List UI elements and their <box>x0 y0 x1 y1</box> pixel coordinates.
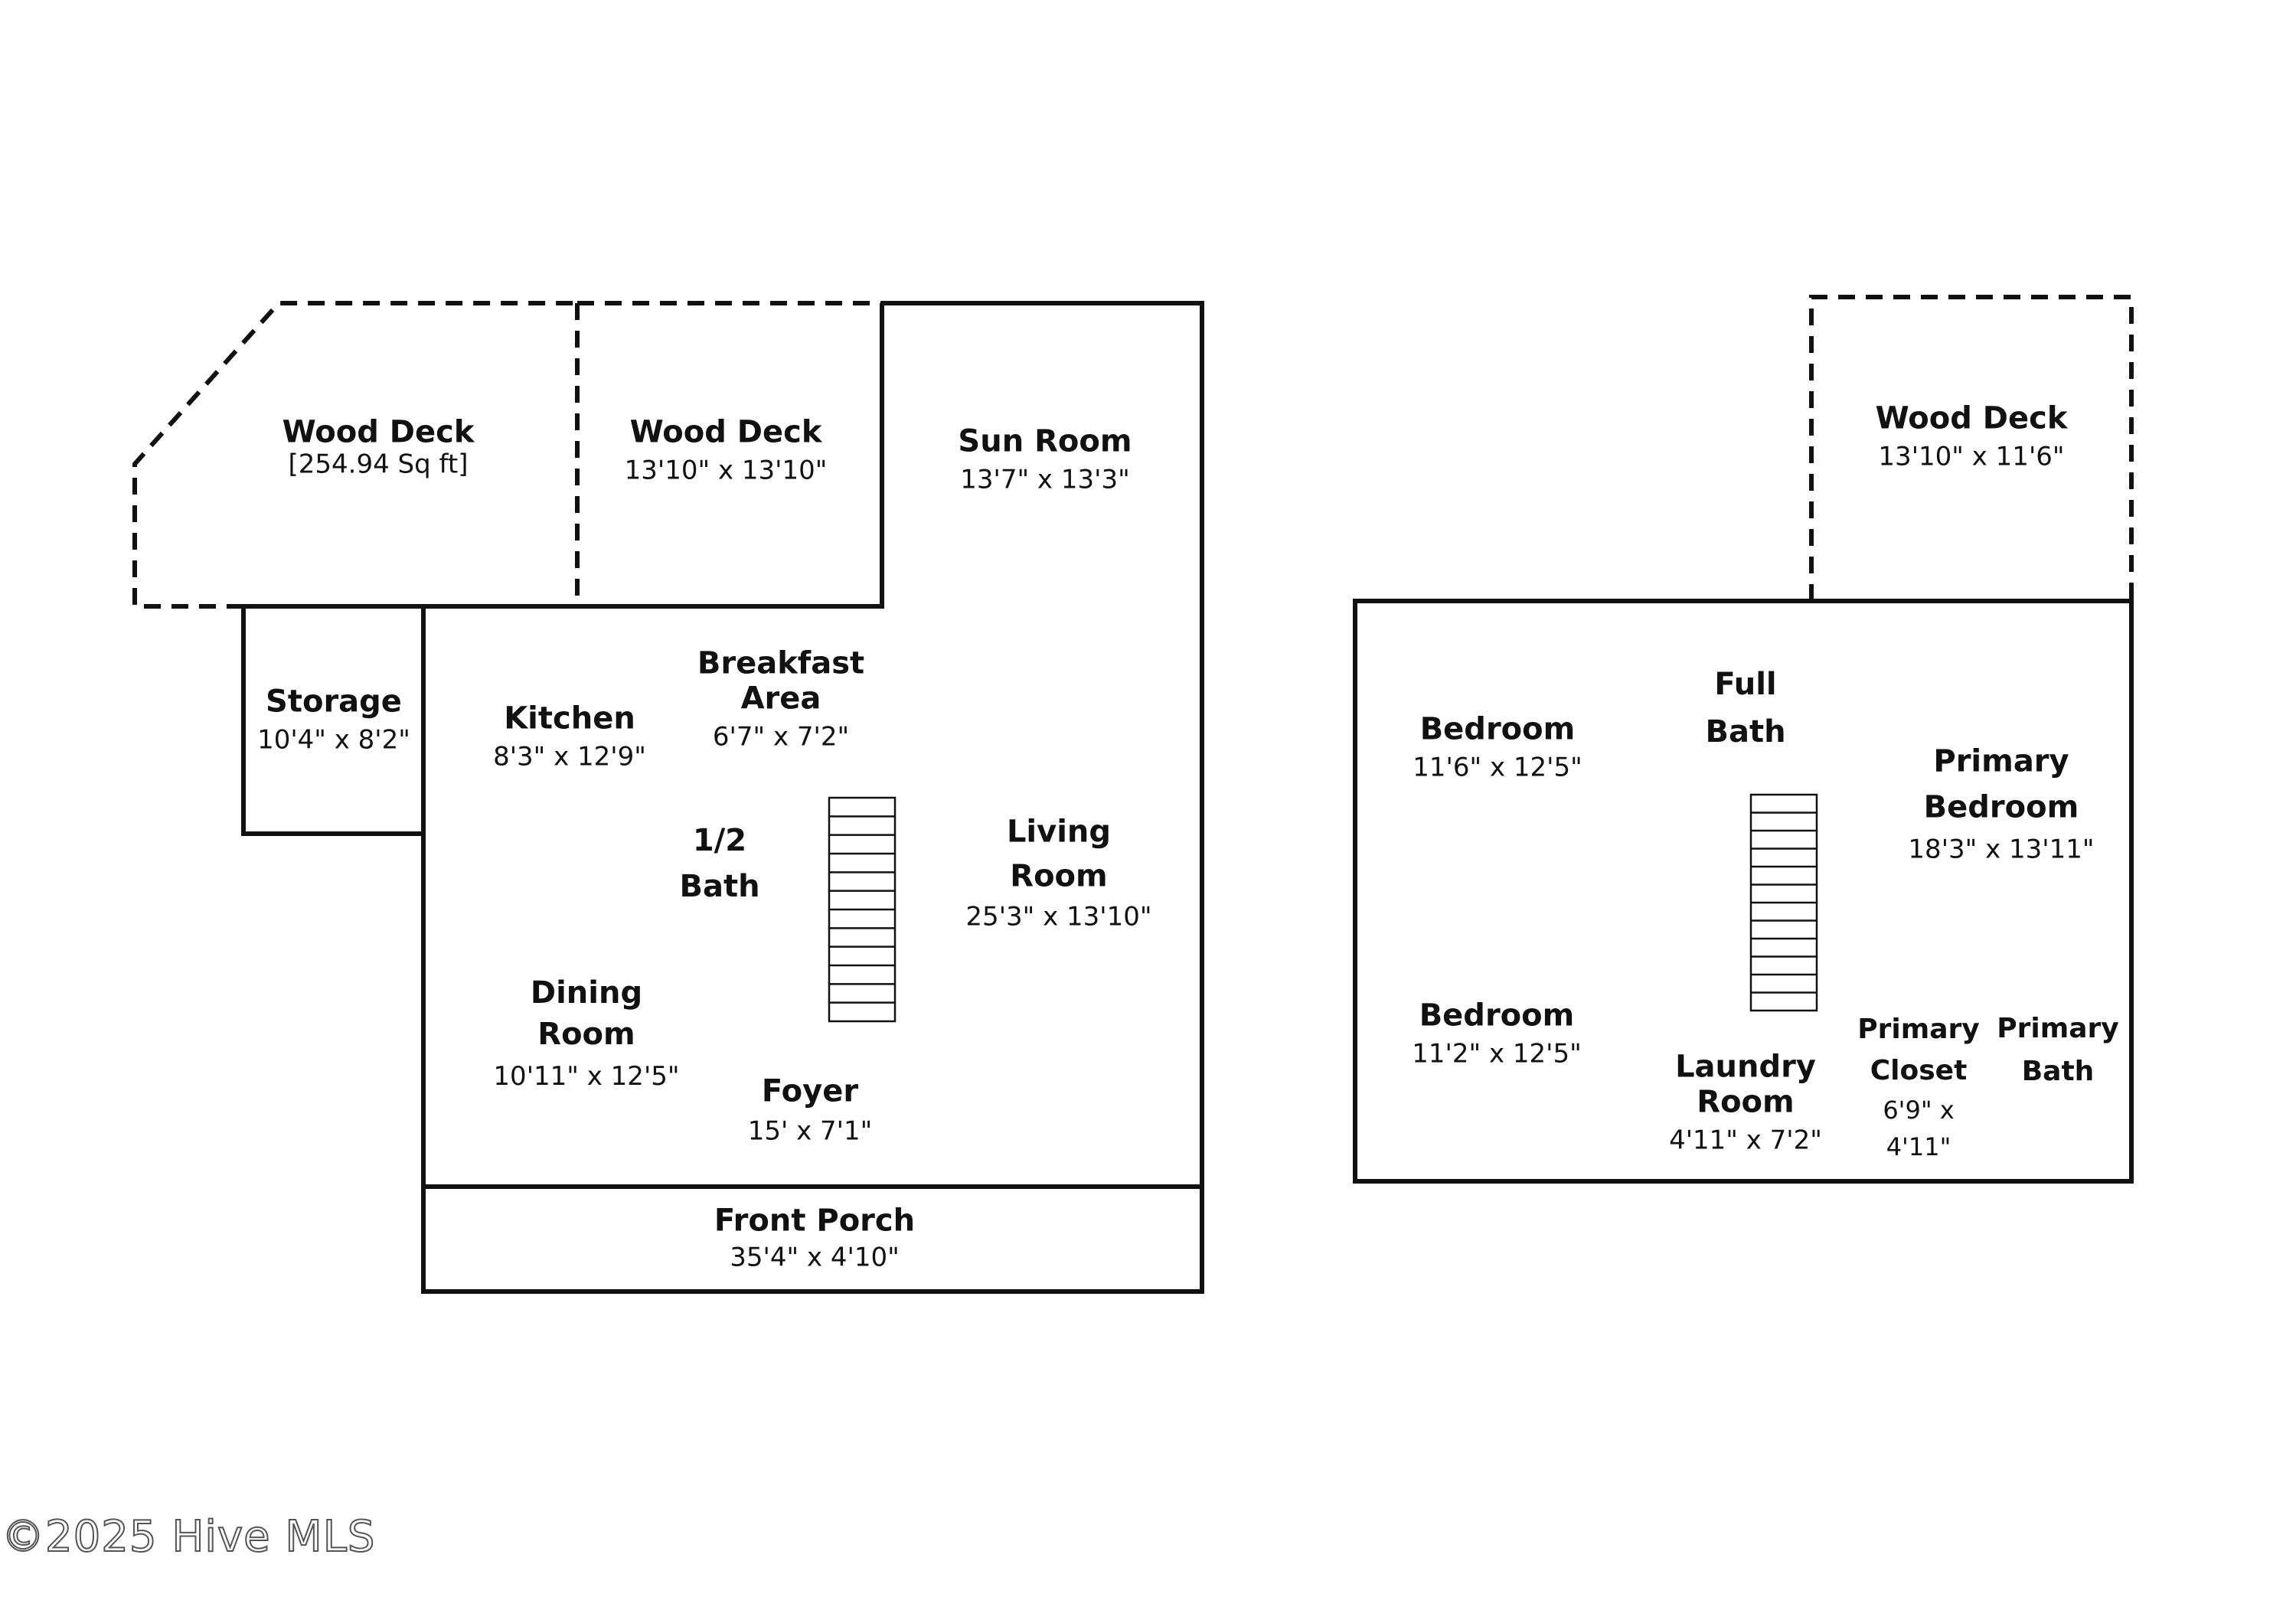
room-dims: 15' x 7'1" <box>747 1115 873 1147</box>
room-dims: 13'7" x 13'3" <box>960 464 1130 495</box>
primary-closet-label: Primary Closet 6'9" x 4'11" <box>1857 1009 1980 1165</box>
breakfast-area-label: Breakfast Area 6'7" x 7'2" <box>697 645 864 752</box>
wood-deck-upper-outline <box>1809 295 2134 601</box>
room-dims-line2: 4'11" <box>1886 1132 1951 1161</box>
room-name-line1: Living <box>1006 814 1112 850</box>
room-dims-line1: 6'9" x <box>1883 1096 1955 1125</box>
room-name-line2: Bath <box>1705 714 1786 749</box>
full-bath-label: Full Bath <box>1705 661 1785 756</box>
room-dims: 13'10" x 11'6" <box>1878 441 2065 472</box>
room-name: Bedroom <box>1419 711 1576 747</box>
bedroom-2-label: Bedroom 11'2" x 12'5" <box>1412 998 1582 1069</box>
front-porch-label: Front Porch 35'4" x 4'10" <box>714 1203 915 1272</box>
room-name-line2: Room <box>537 1017 635 1053</box>
room-name-line2: Room <box>1697 1084 1795 1120</box>
bedroom-1-label: Bedroom 11'6" x 12'5" <box>1413 711 1582 782</box>
front-porch-outline <box>421 1184 1204 1294</box>
room-name: Front Porch <box>714 1203 916 1239</box>
room-name-line2: Room <box>1010 858 1108 894</box>
floor-1-walls <box>241 301 1204 1294</box>
room-name: Wood Deck <box>282 414 475 450</box>
room-name-line2: Bath <box>679 869 760 904</box>
room-dims: 11'6" x 12'5" <box>1413 752 1582 783</box>
room-dims: 18'3" x 13'11" <box>1908 834 2095 865</box>
room-dims: 10'4" x 8'2" <box>257 724 410 756</box>
wood-deck-upper-label: Wood Deck 13'10" x 11'6" <box>1876 400 2068 472</box>
room-name: Storage <box>266 684 402 720</box>
floor-1-decks <box>132 301 882 609</box>
room-dims: 4'11" x 7'2" <box>1669 1125 1822 1156</box>
upper-floor-outline <box>1353 599 2134 1184</box>
copyright-watermark: ©2025 Hive MLS <box>1 1511 376 1563</box>
living-room-label: Living Room 25'3" x 13'10" <box>965 809 1151 936</box>
floor-2-stairs <box>1749 793 1818 1012</box>
room-name: Sun Room <box>958 423 1132 459</box>
room-name: Wood Deck <box>629 414 822 450</box>
wood-deck-left-label: Wood Deck [254.94 Sq ft] <box>283 414 475 479</box>
wood-deck-mid-label: Wood Deck 13'10" x 13'10" <box>625 414 828 485</box>
room-dims: 10'11" x 12'5" <box>493 1061 680 1092</box>
room-name-line1: Dining <box>530 975 643 1011</box>
half-bath-label: 1/2 Bath <box>679 818 759 910</box>
room-name: Bedroom <box>1419 998 1575 1034</box>
floor-2-deck <box>1809 295 2134 601</box>
dining-room-label: Dining Room 10'11" x 12'5" <box>493 972 679 1095</box>
room-name-line1: Breakfast <box>697 645 865 681</box>
primary-bedroom-label: Primary Bedroom 18'3" x 13'11" <box>1908 739 2094 870</box>
foyer-label: Foyer 15' x 7'1" <box>748 1073 873 1146</box>
room-dims: 6'7" x 7'2" <box>712 721 850 753</box>
wood-deck-left-outline <box>132 301 577 609</box>
room-name-line1: Full <box>1714 667 1777 702</box>
room-dims: 11'2" x 12'5" <box>1412 1038 1582 1070</box>
sun-room-label: Sun Room 13'7" x 13'3" <box>958 423 1132 495</box>
floor-1-stairs <box>828 796 897 1023</box>
room-name: Foyer <box>761 1073 859 1109</box>
kitchen-label: Kitchen 8'3" x 12'9" <box>493 700 646 772</box>
room-name-line2: Area <box>740 681 821 717</box>
room-name-line1: Laundry <box>1675 1049 1816 1085</box>
floor-2-walls <box>1353 599 2134 1184</box>
room-dims: 35'4" x 4'10" <box>730 1242 900 1273</box>
room-name-line1: Primary <box>1933 743 2069 779</box>
laundry-room-label: Laundry Room 4'11" x 7'2" <box>1669 1049 1822 1155</box>
room-dims: [254.94 Sq ft] <box>288 449 469 480</box>
primary-bath-label: Primary Bath <box>1997 1007 2119 1093</box>
room-name-line2: Closet <box>1870 1055 1968 1086</box>
room-dims: 13'10" x 13'10" <box>624 455 828 486</box>
room-dims: 25'3" x 13'10" <box>965 901 1152 932</box>
storage-label: Storage 10'4" x 8'2" <box>257 684 410 755</box>
room-name-line1: 1/2 <box>692 823 747 858</box>
room-name-line1: Primary <box>1997 1013 2119 1045</box>
room-name: Wood Deck <box>1875 400 2068 436</box>
storage-outline <box>241 604 426 836</box>
room-name-line1: Primary <box>1857 1014 1980 1045</box>
room-name: Kitchen <box>504 700 635 736</box>
room-name-line2: Bedroom <box>1923 789 2079 825</box>
room-dims: 8'3" x 12'9" <box>493 741 646 772</box>
room-name-line2: Bath <box>2021 1056 2095 1087</box>
